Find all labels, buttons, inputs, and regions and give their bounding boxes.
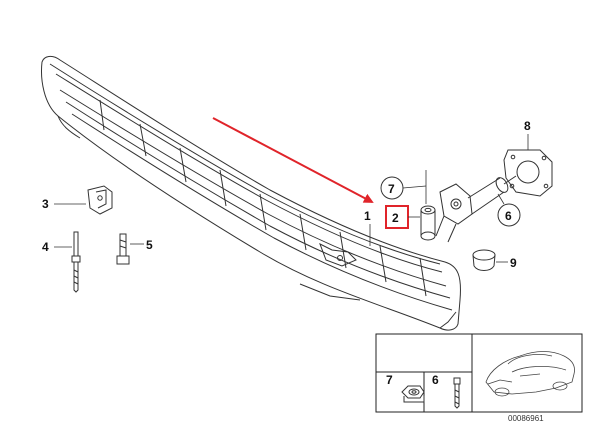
- inset-callout-6: 6: [432, 373, 439, 387]
- callout-4: 4: [42, 240, 49, 254]
- bumper-carrier[interactable]: [41, 55, 461, 331]
- long-bolt-part-4[interactable]: [71, 231, 81, 293]
- inset-callout-7: 7: [386, 373, 393, 387]
- highlight-arrow: [212, 117, 374, 203]
- inset-panel: [375, 333, 583, 413]
- bracket-part-3[interactable]: [87, 185, 113, 215]
- inset-stud-part-6[interactable]: [453, 377, 461, 409]
- callout-5: 5: [146, 238, 153, 252]
- callout-1: 1: [364, 209, 371, 223]
- cap-part-9[interactable]: [472, 249, 496, 271]
- callout-7: 7: [388, 182, 395, 196]
- vehicle-locator-image: [485, 351, 575, 397]
- diagram-number: 00086961: [508, 414, 544, 423]
- callout-2: 2: [392, 211, 399, 225]
- callout-3: 3: [42, 197, 49, 211]
- inset-nut-part-7[interactable]: [401, 385, 425, 403]
- impact-absorber[interactable]: [435, 175, 517, 243]
- short-bolt-part-5[interactable]: [116, 233, 130, 265]
- spacer-sleeve-part-2[interactable]: [420, 205, 436, 241]
- callout-6-circle: [497, 203, 521, 227]
- callout-6: 6: [505, 209, 512, 223]
- callout-9: 9: [510, 256, 517, 270]
- callout-8: 8: [524, 119, 531, 133]
- gasket-plate-part-8[interactable]: [503, 149, 553, 197]
